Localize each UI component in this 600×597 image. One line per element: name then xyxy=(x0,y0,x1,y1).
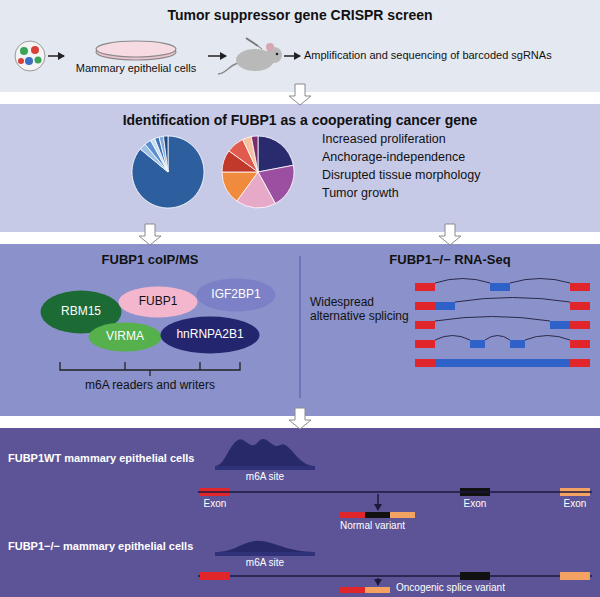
gene-track xyxy=(198,575,592,577)
splice-arrow xyxy=(377,494,379,510)
annotation-label: m6A site xyxy=(215,471,315,483)
m6a-bar xyxy=(215,552,315,556)
protein-ellipse xyxy=(89,323,162,352)
splice-junction xyxy=(435,279,490,284)
divider-line xyxy=(299,256,300,398)
annotation-label: m6A site xyxy=(215,557,315,569)
exon-label: Exon xyxy=(200,498,230,510)
panel-heading: FUBP1 coIP/MS xyxy=(20,253,280,268)
oncogenic-variant-bar xyxy=(340,587,390,593)
splice-junction xyxy=(435,336,470,341)
alternative-exon xyxy=(435,359,570,367)
splicing-rows xyxy=(415,279,590,368)
panel-band: Identification of FUBP1 as a cooperating… xyxy=(0,104,600,232)
alternative-exon xyxy=(435,302,455,310)
pie-slice xyxy=(163,136,168,172)
pie-charts xyxy=(132,136,294,208)
pie-slice xyxy=(243,137,258,172)
alternative-exon xyxy=(510,340,525,348)
block-arrow xyxy=(439,224,461,245)
constitutive-exon xyxy=(570,283,590,291)
annotation-label: Disrupted tissue morphology xyxy=(322,168,480,182)
protein-name: RBM15 xyxy=(61,305,101,319)
flow-arrow xyxy=(208,55,226,57)
protein-blob: IGF2BP1 xyxy=(196,278,276,312)
m6a-bar xyxy=(215,466,315,470)
constitutive-exon xyxy=(570,359,590,367)
protein-blob: VIRMA xyxy=(88,322,162,352)
protein-ellipse xyxy=(197,279,276,312)
constitutive-exon xyxy=(570,302,590,310)
block-arrow xyxy=(289,84,311,105)
panel-heading: FUBP1−/− RNA-Seq xyxy=(310,253,590,268)
annotation-label: Widespread alternative splicing xyxy=(310,296,410,324)
constitutive-exon xyxy=(415,283,435,291)
alternative-exon xyxy=(470,340,485,348)
pie-slice xyxy=(159,136,168,172)
constitutive-exon xyxy=(415,359,435,367)
bracket xyxy=(60,362,240,376)
dish-symbol xyxy=(66,38,206,62)
exon-label: Exon xyxy=(560,498,590,510)
panel-band: FUBP1WT mammary epithelial cellsFUBP1−/−… xyxy=(0,428,600,597)
flow-arrow xyxy=(284,55,300,57)
protein-blob: hnRNPA2B1 xyxy=(160,316,260,354)
m6a-peak xyxy=(215,439,315,466)
dish-rim xyxy=(96,41,176,57)
block-arrow xyxy=(139,224,161,245)
panel-heading: Tumor suppressor gene CRISPR screen xyxy=(0,7,600,23)
panel-band: Tumor suppressor gene CRISPR screenMamma… xyxy=(0,0,600,92)
block-arrow xyxy=(289,408,311,429)
dish-label: Mammary epithelial cells xyxy=(66,62,206,75)
splice-junction xyxy=(525,336,570,341)
panel-heading: FUBP1WT mammary epithelial cells xyxy=(8,452,194,465)
constitutive-exon xyxy=(570,321,590,329)
annotation-label: Anchorage-independence xyxy=(322,150,465,164)
ko-exons xyxy=(200,572,590,580)
annotation-label: m6A readers and writers xyxy=(20,379,280,393)
protein-name: VIRMA xyxy=(106,330,144,344)
annotation-label: Amplification and sequencing of barcoded… xyxy=(304,49,552,62)
annotation-label: Tumor growth xyxy=(322,186,399,200)
cell-mix xyxy=(15,41,45,71)
panel-heading: Identification of FUBP1 as a cooperating… xyxy=(0,112,600,128)
splice-arrow xyxy=(377,578,379,585)
panel-heading: FUBP1−/− mammary epithelial cells xyxy=(8,540,193,553)
protein-name: hnRNPA2B1 xyxy=(176,328,243,342)
constitutive-exon xyxy=(415,321,435,329)
protein-name: FUBP1 xyxy=(139,295,178,309)
splice-junction xyxy=(435,317,550,322)
constitutive-exon xyxy=(415,302,435,310)
splice-junction xyxy=(455,298,570,303)
constitutive-exon xyxy=(415,340,435,348)
constitutive-exon xyxy=(570,340,590,348)
pie-slice xyxy=(251,136,258,172)
pie-slice xyxy=(132,136,204,208)
exon-label: Exon xyxy=(460,498,490,510)
alternative-exon xyxy=(490,283,510,291)
protein-blob: FUBP1 xyxy=(118,286,198,318)
annotation-label: Oncogenic splice variant xyxy=(396,582,505,594)
pie-slice xyxy=(222,172,258,201)
annotation-label: Increased proliferation xyxy=(322,132,446,146)
mouse xyxy=(218,38,282,74)
annotation-label: Normal variant xyxy=(340,520,405,532)
gene-track xyxy=(198,491,592,493)
normal-variant-bar xyxy=(340,512,415,518)
alternative-exon xyxy=(550,321,570,329)
protein-ellipse xyxy=(119,287,198,318)
protein-ellipse xyxy=(161,317,260,354)
splice-junction xyxy=(485,336,510,341)
m6a-peak xyxy=(215,541,315,552)
protein-name: IGF2BP1 xyxy=(211,288,260,302)
splice-junction xyxy=(510,279,570,284)
flow-arrow xyxy=(48,55,64,57)
culture-dish: Mammary epithelial cells xyxy=(66,38,206,82)
